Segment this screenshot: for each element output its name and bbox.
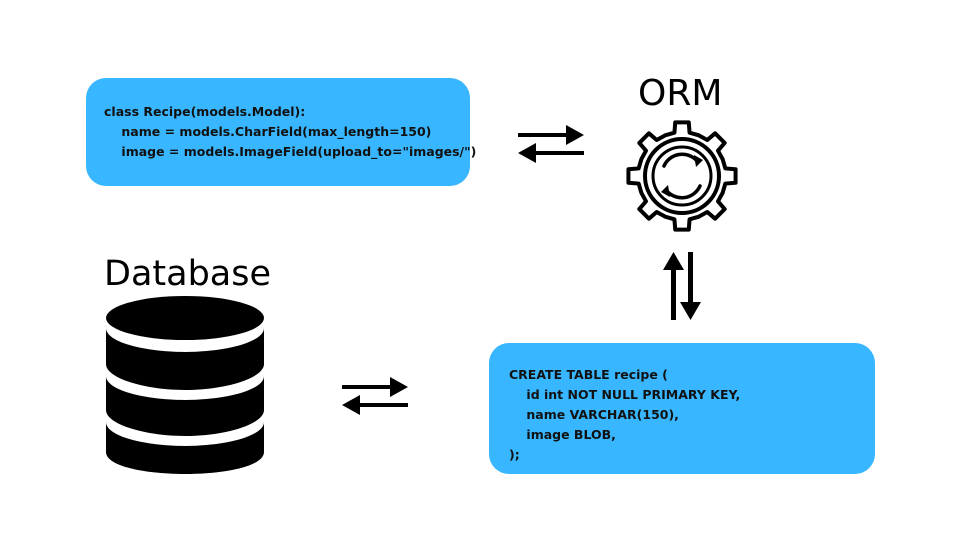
database-title: Database	[104, 254, 272, 294]
sql-code-line: id int NOT NULL PRIMARY KEY,	[509, 387, 741, 402]
sql-code-line: image BLOB,	[509, 427, 616, 442]
python-model-code-box: class Recipe(models.Model): name = model…	[86, 78, 477, 186]
gear-teeth-outline	[626, 120, 738, 232]
orm-title: ORM	[638, 73, 723, 114]
python-code-line: name = models.CharField(max_length=150)	[104, 124, 432, 139]
python-code-line: class Recipe(models.Model):	[104, 104, 306, 119]
sql-code-line: name VARCHAR(150),	[509, 407, 679, 422]
python-code-line: image = models.ImageField(upload_to="ima…	[104, 144, 477, 159]
horizontal-exchange-arrows-icon	[342, 377, 408, 415]
gear-icon	[626, 120, 738, 232]
database-icon	[106, 296, 264, 474]
sql-table-code-box: CREATE TABLE recipe ( id int NOT NULL PR…	[489, 343, 875, 474]
sql-code-line: );	[509, 447, 520, 462]
sql-code-line: CREATE TABLE recipe (	[509, 367, 668, 382]
vertical-exchange-arrows-icon	[663, 252, 701, 320]
horizontal-exchange-arrows-icon	[518, 125, 584, 163]
